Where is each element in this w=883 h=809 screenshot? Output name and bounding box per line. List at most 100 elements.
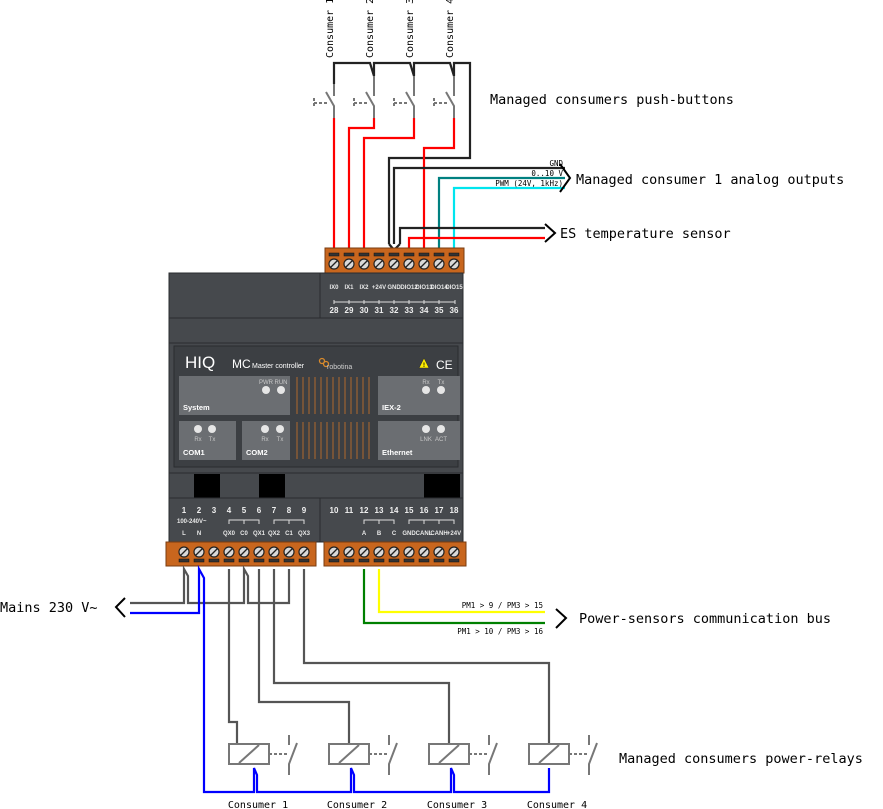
push-button-3 bbox=[393, 76, 415, 118]
terminal-name-label: QX0 bbox=[223, 531, 236, 537]
com2-tx-label: Tx bbox=[277, 437, 284, 443]
pwm-wire bbox=[452, 186, 565, 250]
push-buttons bbox=[313, 76, 455, 118]
mains-live-wire bbox=[130, 564, 291, 605]
terminal-screw-icon[interactable] bbox=[328, 252, 340, 270]
bus-green-label: PM1 > 10 / PM3 > 16 bbox=[457, 627, 543, 636]
relay-2 bbox=[328, 735, 398, 775]
terminal-screw-icon[interactable] bbox=[298, 546, 310, 563]
terminal-screw-icon[interactable] bbox=[343, 546, 355, 563]
terminal-screw-icon[interactable] bbox=[358, 252, 370, 270]
top-consumer-label: Consumer 2 bbox=[365, 0, 376, 58]
terminal-number-label: 33 bbox=[405, 306, 414, 315]
terminal-screw-icon[interactable] bbox=[193, 546, 205, 563]
terminal-screw-icon[interactable] bbox=[403, 546, 415, 563]
iex-tx-label: Tx bbox=[438, 380, 445, 386]
terminal-number-label: 7 bbox=[272, 506, 277, 515]
relay-wire-3 bbox=[272, 569, 451, 744]
terminal-name-label: A bbox=[362, 531, 367, 537]
terminal-name-label: GND bbox=[387, 285, 401, 291]
terminal-screw-icon[interactable] bbox=[208, 546, 220, 563]
terminal-screw-icon[interactable] bbox=[448, 546, 460, 563]
terminal-screw-icon[interactable] bbox=[418, 546, 430, 563]
push-button-wiring bbox=[332, 61, 565, 252]
top-terminal-block bbox=[324, 247, 465, 274]
terminal-name-label: IX1 bbox=[344, 285, 354, 291]
terminal-number-label: 4 bbox=[227, 506, 232, 515]
comm-bus-label: Power-sensors communication bus bbox=[579, 611, 831, 627]
terminal-screw-icon[interactable] bbox=[373, 546, 385, 563]
terminal-screw-icon[interactable] bbox=[433, 546, 445, 563]
red-wire-3 bbox=[362, 118, 416, 250]
terminal-screw-icon[interactable] bbox=[373, 252, 385, 270]
terminal-number-label: 17 bbox=[435, 506, 444, 515]
com2-rx-label: Rx bbox=[261, 437, 268, 443]
terminal-screw-icon[interactable] bbox=[283, 546, 295, 563]
terminal-screw-icon[interactable] bbox=[328, 546, 340, 563]
power-relays bbox=[228, 735, 598, 775]
bottom-consumer-label: Consumer 3 bbox=[427, 800, 487, 809]
bottom-consumer-label: Consumer 4 bbox=[527, 800, 587, 809]
terminal-screw-icon[interactable] bbox=[433, 252, 445, 270]
relay-wire-2 bbox=[257, 569, 351, 744]
maker-logo: robotina bbox=[327, 364, 352, 371]
terminal-screw-icon[interactable] bbox=[178, 546, 190, 563]
terminal-screw-icon[interactable] bbox=[448, 252, 460, 270]
terminal-number-label: 34 bbox=[420, 306, 429, 315]
com1-label: COM1 bbox=[183, 448, 205, 457]
terminal-name-label: C bbox=[392, 531, 397, 537]
lnk-led-icon bbox=[422, 425, 430, 433]
act-label: ACT bbox=[435, 437, 447, 443]
temp-bracket-icon bbox=[544, 223, 557, 243]
red-wire-2 bbox=[347, 118, 376, 250]
pwr-led-label: PWR bbox=[259, 380, 274, 386]
terminal-screw-icon[interactable] bbox=[358, 546, 370, 563]
gnd-wire-label: GND bbox=[549, 159, 563, 168]
terminal-number-label: 36 bbox=[450, 306, 459, 315]
terminal-number-label: 2 bbox=[197, 506, 202, 515]
mains-label: Mains 230 V~ bbox=[0, 600, 98, 616]
terminal-number-label: 13 bbox=[375, 506, 384, 515]
terminal-screw-icon[interactable] bbox=[388, 546, 400, 563]
relay-3 bbox=[428, 735, 498, 775]
common-wire bbox=[332, 61, 472, 244]
terminal-name-label: C0 bbox=[240, 531, 248, 537]
relay-contact-icon bbox=[388, 735, 398, 775]
system-label: System bbox=[183, 403, 210, 412]
iex-panel bbox=[378, 376, 460, 415]
terminal-screw-icon[interactable] bbox=[403, 252, 415, 270]
terminal-screw-icon[interactable] bbox=[253, 546, 265, 563]
com2-label: COM2 bbox=[246, 448, 268, 457]
terminal-name-label: L bbox=[182, 531, 186, 537]
act-led-icon bbox=[437, 425, 445, 433]
bottom-wiring bbox=[130, 564, 551, 794]
analog-bracket-icon bbox=[559, 163, 572, 193]
com1-rx-label: Rx bbox=[194, 437, 201, 443]
terminal-screw-icon[interactable] bbox=[238, 546, 250, 563]
terminal-number-label: 16 bbox=[420, 506, 429, 515]
terminal-number-label: 11 bbox=[345, 506, 354, 515]
ce-mark: CE bbox=[436, 358, 453, 372]
terminal-name-label: CANL bbox=[416, 531, 433, 537]
model-name: MC bbox=[232, 357, 251, 371]
push-button-1 bbox=[313, 84, 335, 118]
bus-wire-green bbox=[362, 569, 545, 625]
terminal-name-label: +24V bbox=[372, 285, 386, 291]
com1-rx-led-icon bbox=[194, 425, 202, 433]
mains-bracket-icon bbox=[114, 597, 126, 618]
terminal-screw-icon[interactable] bbox=[343, 252, 355, 270]
com2-rx-led-icon bbox=[261, 425, 269, 433]
top-consumer-labels: Consumer 1 Consumer 2 Consumer 3 Consume… bbox=[325, 0, 456, 58]
temp-sensor-label: ES temperature sensor bbox=[560, 226, 731, 242]
terminal-number-label: 31 bbox=[375, 306, 384, 315]
terminal-name-label: B bbox=[377, 531, 382, 537]
system-panel bbox=[179, 376, 290, 415]
terminal-screw-icon[interactable] bbox=[223, 546, 235, 563]
terminal-screw-icon[interactable] bbox=[268, 546, 280, 563]
terminal-name-label: QX2 bbox=[268, 531, 281, 537]
terminal-screw-icon[interactable] bbox=[418, 252, 430, 270]
terminal-screw-icon[interactable] bbox=[388, 252, 400, 270]
terminal-name-label: C1 bbox=[285, 531, 293, 537]
red-wire-4 bbox=[422, 118, 456, 250]
